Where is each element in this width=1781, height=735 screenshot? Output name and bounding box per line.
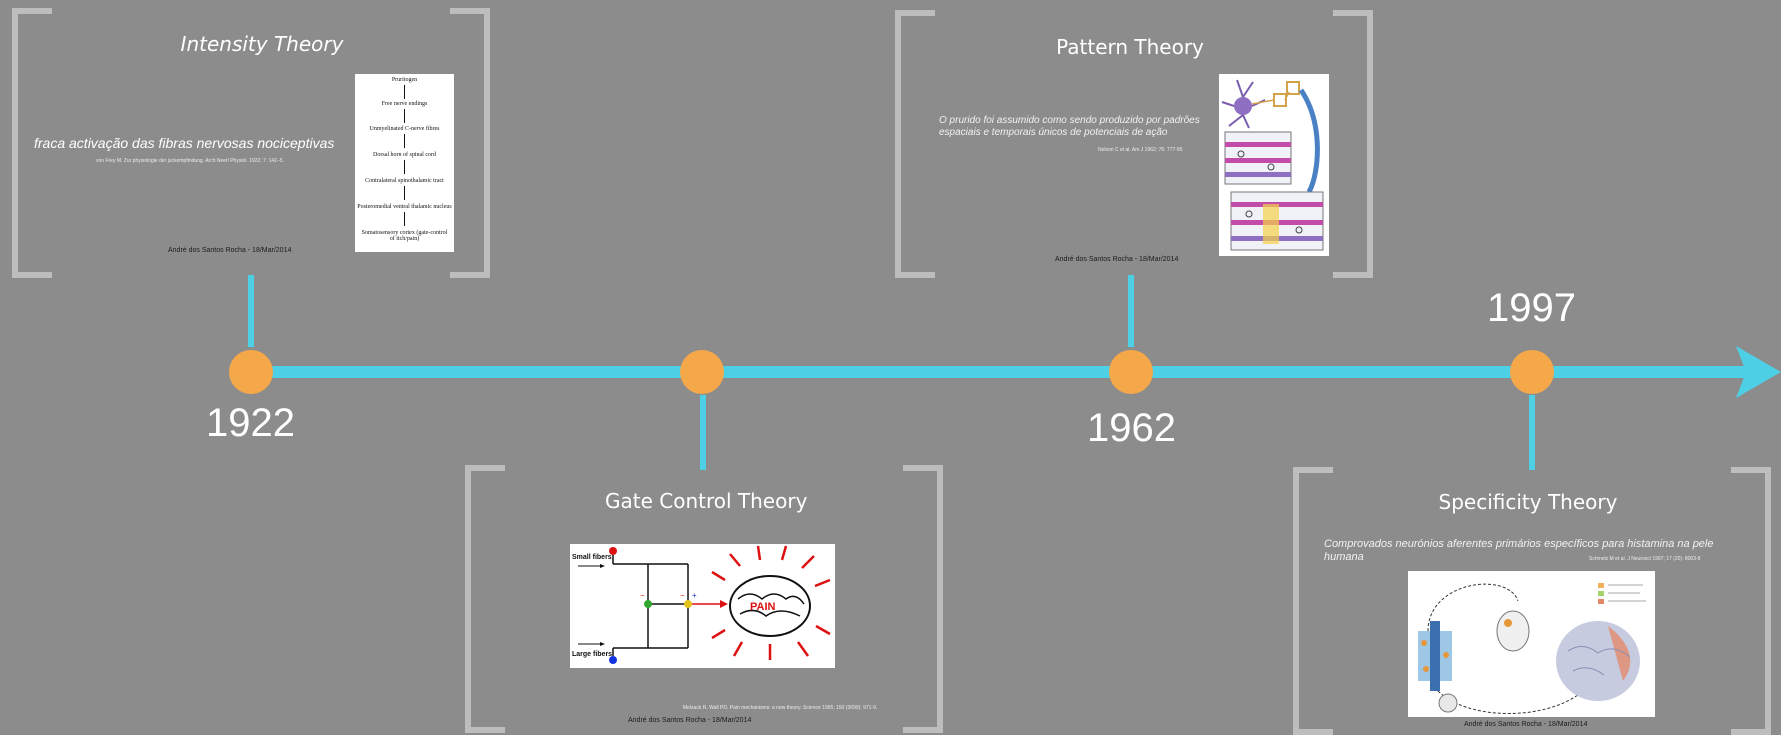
small-fibers-label: Small fibers bbox=[572, 554, 612, 561]
flow-step: Unmyelinated C-nerve fibres bbox=[369, 126, 440, 132]
neuron-illustration bbox=[1219, 74, 1329, 256]
bracket-right bbox=[903, 465, 943, 733]
arrow-right-icon bbox=[1736, 346, 1781, 398]
flowchart-image: Pruritogen Free nerve endings Unmyelinat… bbox=[355, 74, 454, 252]
timeline-marker-1962[interactable] bbox=[1109, 350, 1153, 394]
flow-step: Free nerve endings bbox=[381, 101, 428, 107]
card-description: Comprovados neurónios aferentes primário… bbox=[1324, 538, 1714, 563]
stem-gate bbox=[700, 395, 706, 470]
flow-step: Dorsal horn of spinal cord bbox=[373, 152, 436, 158]
timeline-marker-1997[interactable] bbox=[1510, 350, 1554, 394]
stem-intensity bbox=[248, 275, 254, 347]
card-title: Intensity Theory bbox=[180, 32, 344, 56]
pain-label: PAIN bbox=[750, 601, 776, 613]
card-gate-control-theory[interactable]: Gate Control Theory Small fibers Large f… bbox=[465, 465, 943, 733]
small-fiber-icon bbox=[609, 547, 617, 555]
interneuron-icon bbox=[644, 600, 652, 608]
flow-step: Posteromedial ventral thalamic nucleus bbox=[357, 204, 452, 210]
brain-icon bbox=[729, 575, 811, 637]
bracket-left bbox=[465, 465, 505, 733]
ganglion-icon bbox=[1496, 610, 1530, 652]
histamine-neuron-illustration bbox=[1408, 571, 1655, 717]
bracket-right bbox=[450, 8, 490, 278]
card-description: fraca activação das fibras nervosas noci… bbox=[34, 135, 335, 151]
card-reference: Nelson C et al. Am J 1962; 76: 777-95 bbox=[1098, 147, 1183, 153]
bracket-left bbox=[1293, 467, 1333, 735]
card-author: André dos Santos Rocha - 18/Mar/2014 bbox=[628, 717, 752, 724]
card-title: Pattern Theory bbox=[1056, 35, 1204, 59]
bracket-left bbox=[895, 10, 935, 278]
stem-specificity bbox=[1529, 395, 1535, 470]
timeline-bar bbox=[248, 366, 1748, 378]
card-author: André dos Santos Rocha - 18/Mar/2014 bbox=[168, 247, 292, 254]
t-cell-icon bbox=[684, 600, 692, 608]
large-fiber-icon bbox=[609, 656, 617, 664]
timeline-marker-gate[interactable] bbox=[680, 350, 724, 394]
card-pattern-theory[interactable]: Pattern Theory O prurido foi assumido co… bbox=[895, 10, 1373, 278]
timeline-marker-1922[interactable] bbox=[229, 350, 273, 394]
card-title: Gate Control Theory bbox=[605, 489, 808, 513]
bracket-right bbox=[1333, 10, 1373, 278]
card-intensity-theory[interactable]: Intensity Theory fraca activação das fib… bbox=[12, 8, 490, 278]
card-author: André dos Santos Rocha - 18/Mar/2014 bbox=[1464, 721, 1588, 728]
pain-rays-icon bbox=[711, 545, 831, 660]
card-reference: von Frey M. Zur physiologie der juckempf… bbox=[96, 158, 284, 164]
gate-control-diagram: Small fibers Large fibers − − + PAIN bbox=[570, 544, 835, 668]
neuron-icon bbox=[1221, 79, 1324, 251]
year-label: 1922 bbox=[206, 401, 295, 445]
card-description: O prurido foi assumido como sendo produz… bbox=[939, 115, 1200, 138]
stem-pattern bbox=[1128, 275, 1134, 347]
year-label: 1962 bbox=[1087, 406, 1176, 450]
minus-sign: − bbox=[680, 591, 685, 600]
flow-step: Pruritogen bbox=[391, 77, 418, 83]
bracket-left bbox=[12, 8, 52, 278]
card-reference: Melzack R, Wall PD. Pain mechanisms: a n… bbox=[683, 705, 878, 711]
card-title: Specificity Theory bbox=[1438, 490, 1618, 514]
bracket-right bbox=[1731, 467, 1771, 735]
plus-sign: + bbox=[692, 591, 697, 600]
card-reference: Schmelz M et al. J Neurosci 1997; 17 (20… bbox=[1589, 556, 1701, 562]
minus-sign: − bbox=[640, 591, 645, 600]
year-label: 1997 bbox=[1487, 286, 1576, 330]
card-specificity-theory[interactable]: Specificity Theory Comprovados neurónios… bbox=[1293, 467, 1771, 735]
card-author: André dos Santos Rocha - 18/Mar/2014 bbox=[1055, 256, 1179, 263]
flow-step: Contralateral spinothalamic tract bbox=[365, 178, 444, 184]
flow-step: Somatosensory cortex (gate-control of it… bbox=[361, 230, 448, 242]
large-fibers-label: Large fibers bbox=[572, 651, 612, 658]
